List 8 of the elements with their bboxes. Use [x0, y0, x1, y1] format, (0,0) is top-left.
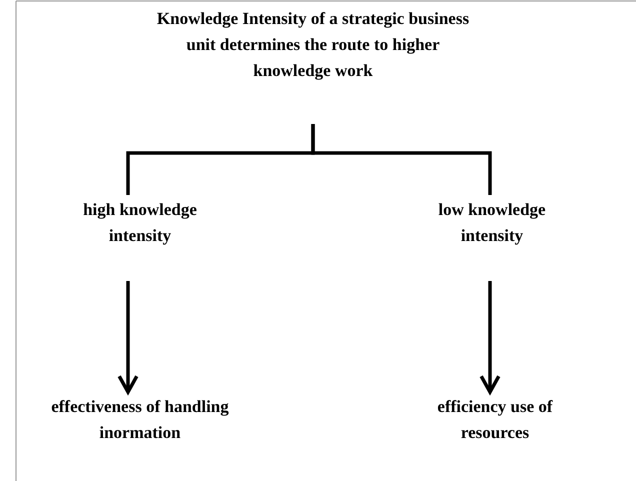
- heading-text: Knowledge Intensity of a strategic business unit determines the route to higher knowledge work: [156, 8, 470, 82]
- connector-line: [311, 124, 492, 195]
- node-label: low knowledge intensity: [437, 199, 547, 247]
- node-label: effectiveness of handling inormation: [50, 396, 230, 444]
- arrow: [480, 281, 500, 394]
- node-label: efficiency use of resources: [436, 396, 554, 444]
- node-label: high knowledge intensity: [82, 199, 198, 247]
- arrow: [118, 281, 138, 394]
